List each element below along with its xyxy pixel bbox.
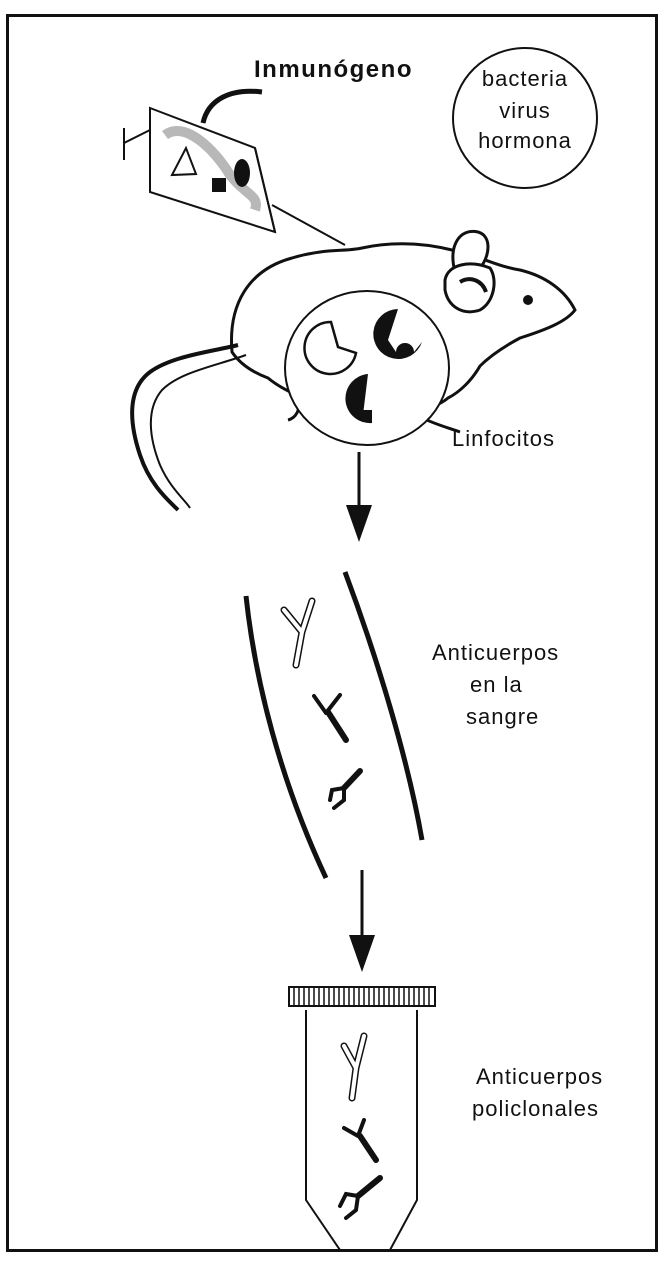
syringe-icon: [124, 108, 345, 245]
down-arrow-icon: [346, 452, 372, 542]
immunogen-label: Inmunógeno: [254, 56, 413, 85]
polyclonal-label-line1: Anticuerpos: [476, 1064, 603, 1090]
down-arrow-icon: [349, 870, 375, 972]
immunogen-example-hormona: hormona: [455, 128, 595, 154]
antibody-icon: [284, 601, 312, 665]
lymphocytes-label: Linfocitos: [452, 426, 555, 452]
tube-cap-icon: [289, 987, 435, 1006]
blood-antibodies-label-line3: sangre: [466, 704, 539, 730]
lymphocytes-circle: [285, 291, 449, 445]
arc-marker: [203, 91, 262, 123]
polyclonal-label-line2: policlonales: [472, 1096, 599, 1122]
immunogen-example-virus: virus: [455, 98, 595, 124]
immunogen-example-bacteria: bacteria: [455, 66, 595, 92]
antibody-icon: [330, 771, 360, 808]
antibody-icon: [314, 695, 346, 740]
blood-antibodies-label-line1: Anticuerpos: [432, 640, 559, 666]
blood-antibodies-label-line2: en la: [470, 672, 523, 698]
